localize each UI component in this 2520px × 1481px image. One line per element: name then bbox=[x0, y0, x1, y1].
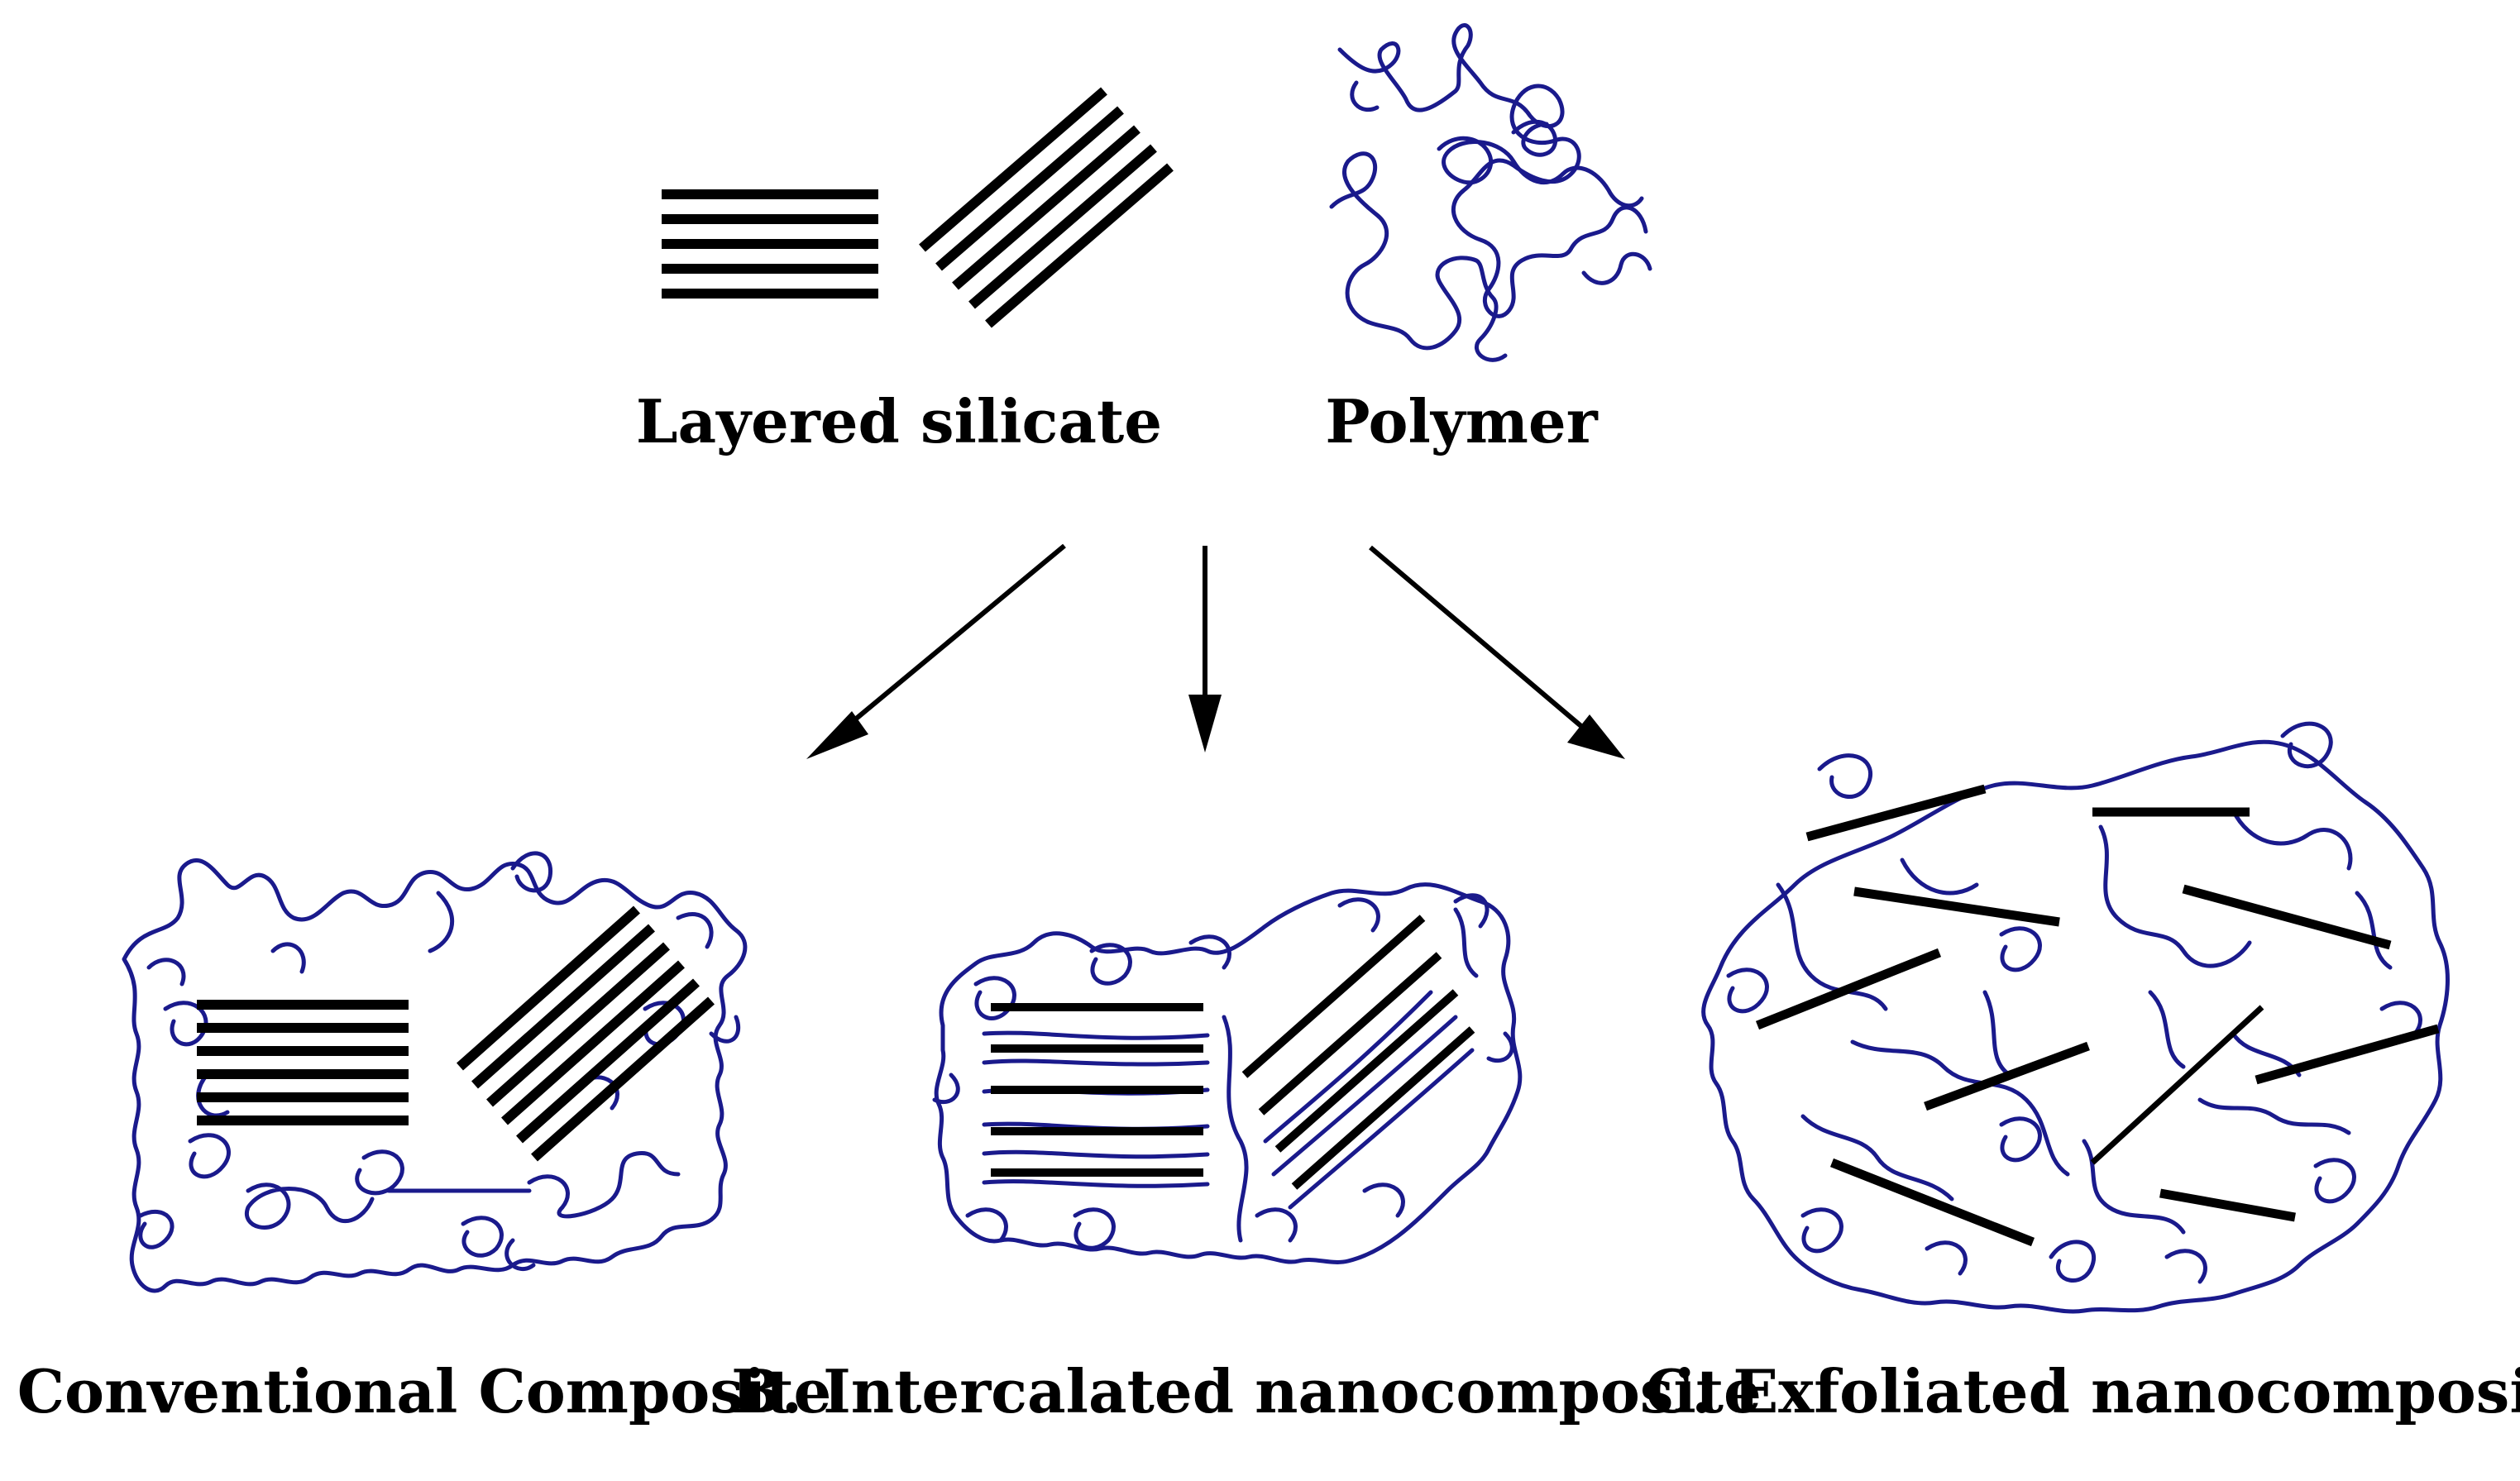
arrow-to-intercalated bbox=[1188, 546, 1222, 752]
exfoliated-silicate-platelets bbox=[1755, 784, 2440, 1247]
conventional-silicate-diagonal bbox=[457, 905, 715, 1162]
arrow-to-exfoliated bbox=[1369, 545, 1625, 759]
exfoliated-polymer-matrix bbox=[1701, 721, 2450, 1314]
layered-silicate-label: Layered silicate bbox=[636, 386, 1162, 456]
exfoliated-nanocomposite-label: C. Exfoliated nanocomposite bbox=[1645, 1356, 2520, 1426]
conventional-composite-label: A. Conventional Composite bbox=[0, 1356, 831, 1426]
intercalated-silicate-diagonal bbox=[1241, 915, 1475, 1190]
conventional-polymer-matrix bbox=[122, 851, 748, 1293]
silicate-stack-diagonal bbox=[919, 87, 1174, 328]
intercalated-polymer-matrix bbox=[932, 882, 1523, 1264]
arrow-to-conventional bbox=[806, 543, 1066, 759]
conventional-silicate-horizontal bbox=[197, 1000, 409, 1125]
intercalated-silicate-horizontal bbox=[991, 1003, 1203, 1177]
polymer-label: Polymer bbox=[1325, 386, 1598, 456]
polymer-coil bbox=[1329, 23, 1652, 362]
silicate-stack-horizontal bbox=[662, 189, 878, 299]
intercalated-nanocomposite-label: B. Intercalated nanocomposite bbox=[731, 1356, 1762, 1426]
